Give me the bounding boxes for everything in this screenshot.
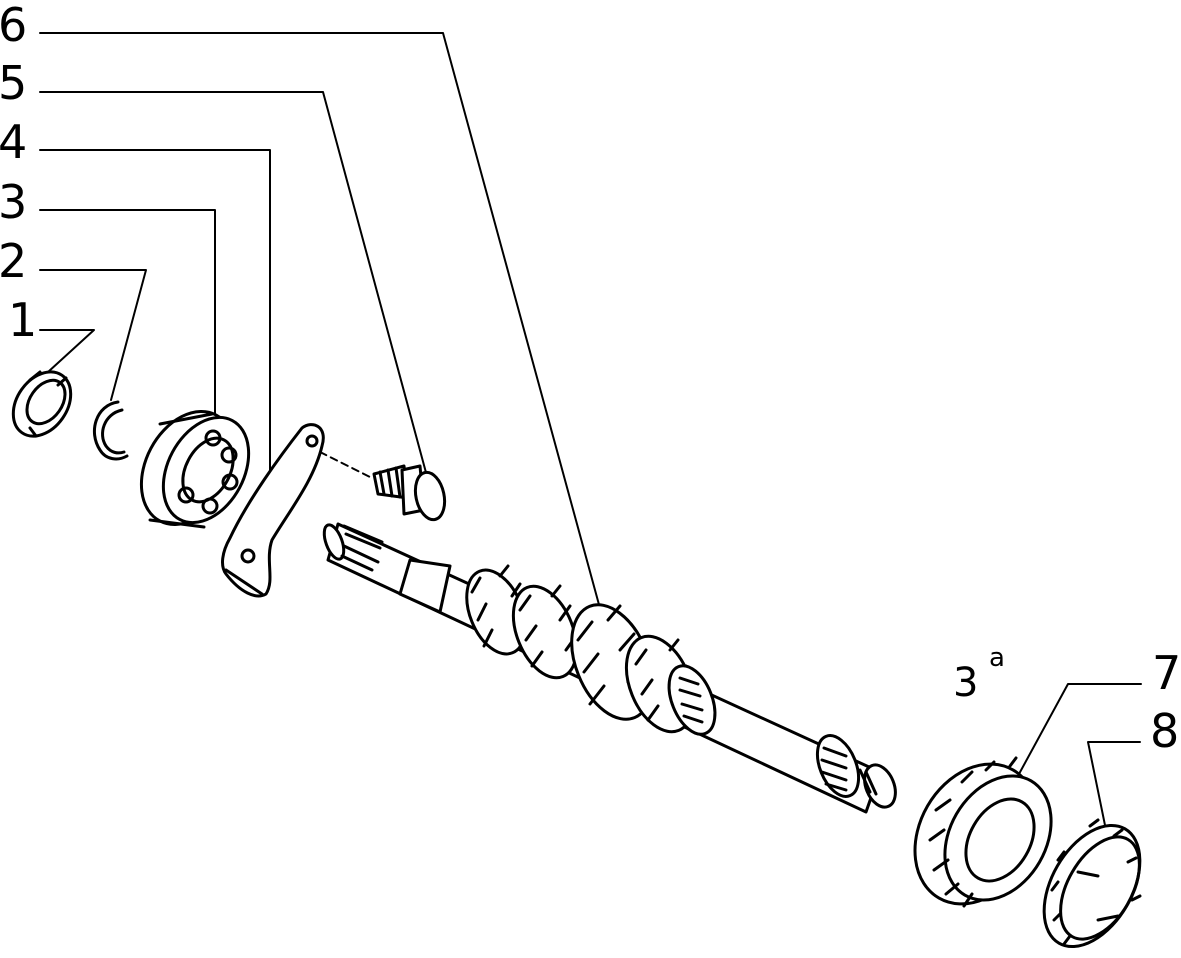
callout-1: 1 xyxy=(8,293,38,347)
callout-5: 5 xyxy=(0,56,28,110)
callout-7: 7 xyxy=(1152,646,1181,700)
leader-line-7 xyxy=(1012,683,1142,786)
leader-line-2 xyxy=(39,269,147,401)
leader-line-1 xyxy=(39,329,95,373)
leader-line-5 xyxy=(39,91,429,481)
gear-label-suffix: a xyxy=(989,643,1005,673)
leader-line-8 xyxy=(1087,741,1141,836)
part-6-gear-shaft xyxy=(322,522,897,814)
gear-label-number: 3 xyxy=(953,660,979,706)
leader-lines xyxy=(39,32,1142,836)
part-1-seal-ring xyxy=(11,370,73,438)
callout-3: 3 xyxy=(0,175,28,229)
callout-8: 8 xyxy=(1150,704,1180,758)
part-3-ball-bearing xyxy=(139,409,251,529)
part-5-bolt xyxy=(372,464,447,522)
callout-2: 2 xyxy=(0,234,28,288)
assembly-axis-dashed xyxy=(319,451,373,479)
callout-6: 6 xyxy=(0,0,28,52)
leader-line-4 xyxy=(39,149,271,471)
leader-line-6 xyxy=(39,32,602,613)
part-2-circlip xyxy=(92,400,129,461)
part-4-retaining-plate xyxy=(221,423,325,598)
part-8-synchronizer-ring xyxy=(1042,818,1142,949)
part-7-third-gear xyxy=(913,756,1053,908)
callout-4: 4 xyxy=(0,115,28,169)
leader-line-3 xyxy=(39,209,216,416)
